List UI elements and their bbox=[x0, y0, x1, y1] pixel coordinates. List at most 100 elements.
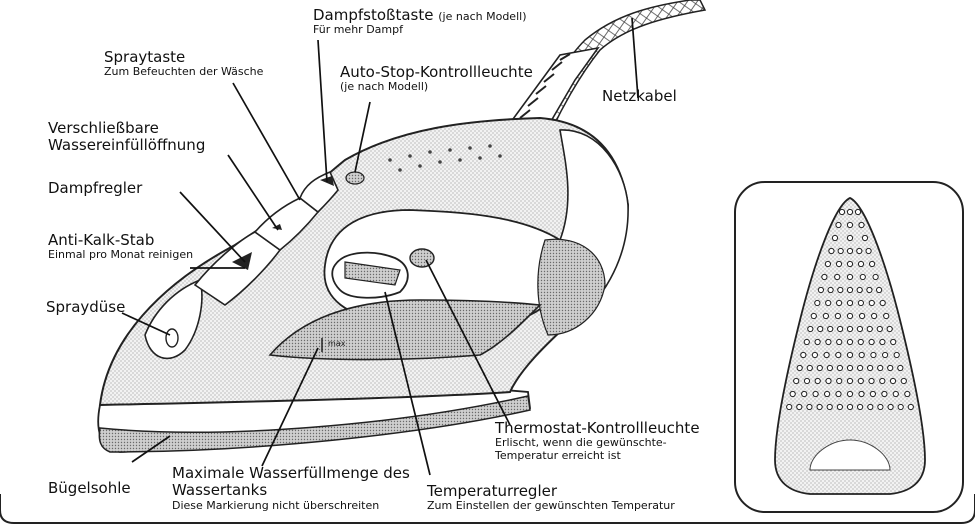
autostop-sub: (je nach Modell) bbox=[340, 81, 533, 94]
label-dampfstosstaste: Dampfstoßtaste (je nach Modell) Für mehr… bbox=[313, 7, 526, 37]
steam-hole bbox=[878, 365, 883, 370]
dampfstoss-sub: Für mehr Dampf bbox=[313, 24, 526, 37]
steam-hole bbox=[847, 391, 852, 396]
steam-hole bbox=[847, 313, 852, 318]
steam-hole bbox=[824, 352, 829, 357]
antikalk-title: Anti-Kalk-Stab bbox=[48, 232, 193, 249]
steam-hole bbox=[901, 378, 906, 383]
netzkabel-title: Netzkabel bbox=[602, 88, 677, 105]
steam-hole bbox=[894, 352, 899, 357]
steam-hole bbox=[837, 300, 842, 305]
steam-hole bbox=[882, 391, 887, 396]
steam-hole bbox=[873, 274, 878, 279]
steam-hole bbox=[847, 404, 852, 409]
wasser-oeffnung-line1: Verschließbare bbox=[48, 120, 205, 137]
steam-hole bbox=[815, 339, 820, 344]
dampfstoss-note: (je nach Modell) bbox=[438, 10, 526, 23]
steam-hole bbox=[797, 365, 802, 370]
steam-hole bbox=[862, 235, 867, 240]
steam-hole bbox=[890, 378, 895, 383]
steam-hole bbox=[877, 287, 882, 292]
steam-hole bbox=[838, 287, 843, 292]
steam-hole bbox=[838, 248, 843, 253]
steam-hole bbox=[869, 339, 874, 344]
steam-hole bbox=[828, 326, 833, 331]
steam-hole bbox=[837, 365, 842, 370]
steam-hole bbox=[880, 339, 885, 344]
steam-hole bbox=[807, 404, 812, 409]
steam-hole bbox=[908, 404, 913, 409]
steam-hole bbox=[870, 261, 875, 266]
steam-hole bbox=[888, 404, 893, 409]
steam-hole bbox=[855, 209, 860, 214]
temperatur-sub: Zum Einstellen der gewünschten Temperatu… bbox=[427, 500, 675, 513]
label-auto-stop: Auto-Stop-Kontrollleuchte (je nach Model… bbox=[340, 64, 533, 94]
steam-hole bbox=[812, 352, 817, 357]
steam-hole bbox=[839, 209, 844, 214]
steam-hole bbox=[827, 404, 832, 409]
steam-hole bbox=[825, 391, 830, 396]
steam-hole bbox=[817, 404, 822, 409]
steam-hole bbox=[804, 378, 809, 383]
steam-hole bbox=[847, 365, 852, 370]
steam-hole bbox=[888, 365, 893, 370]
steam-hole bbox=[858, 339, 863, 344]
steam-hole bbox=[880, 378, 885, 383]
steam-hole bbox=[860, 313, 865, 318]
steam-hole bbox=[893, 391, 898, 396]
steam-hole bbox=[836, 222, 841, 227]
steam-hole bbox=[884, 313, 889, 318]
steam-hole bbox=[859, 352, 864, 357]
steam-hole bbox=[847, 300, 852, 305]
wasser-oeffnung-line2: Wassereinfüllöffnung bbox=[48, 137, 205, 154]
label-spraydüse: Spraydüse bbox=[46, 299, 125, 316]
steam-hole bbox=[858, 365, 863, 370]
spraytaste-sub: Zum Befeuchten der Wäsche bbox=[104, 66, 263, 79]
steam-hole bbox=[859, 391, 864, 396]
steam-hole bbox=[827, 365, 832, 370]
steam-hole bbox=[847, 339, 852, 344]
steam-hole bbox=[836, 352, 841, 357]
steam-hole bbox=[818, 326, 823, 331]
steam-hole bbox=[868, 365, 873, 370]
steam-hole bbox=[847, 235, 852, 240]
steam-hole bbox=[847, 326, 852, 331]
label-thermostat: Thermostat-Kontrollleuchte Erlischt, wen… bbox=[495, 420, 700, 463]
autostop-title: Auto-Stop-Kontrollleuchte bbox=[340, 64, 533, 81]
label-wassereinfuelloeffnung: Verschließbare Wassereinfüllöffnung bbox=[48, 120, 205, 155]
steam-hole bbox=[811, 313, 816, 318]
steam-hole bbox=[804, 339, 809, 344]
spraytaste-title: Spraytaste bbox=[104, 49, 263, 66]
steam-hole bbox=[847, 248, 852, 253]
label-anti-kalk-stab: Anti-Kalk-Stab Einmal pro Monat reinigen bbox=[48, 232, 193, 262]
steam-hole bbox=[871, 352, 876, 357]
steam-hole bbox=[847, 287, 852, 292]
steam-hole bbox=[826, 378, 831, 383]
steam-hole bbox=[860, 274, 865, 279]
steam-hole bbox=[832, 235, 837, 240]
steam-hole bbox=[847, 274, 852, 279]
steam-hole bbox=[872, 313, 877, 318]
steam-hole bbox=[898, 365, 903, 370]
steam-hole bbox=[847, 209, 852, 214]
steam-hole bbox=[858, 404, 863, 409]
steam-hole bbox=[857, 326, 862, 331]
steam-hole bbox=[878, 404, 883, 409]
steam-hole bbox=[837, 378, 842, 383]
maxwasser-line1: Maximale Wasserfüllmenge des bbox=[172, 465, 410, 482]
label-temperaturregler: Temperaturregler Zum Einstellen der gewü… bbox=[427, 483, 675, 513]
label-netzkabel: Netzkabel bbox=[602, 88, 677, 105]
label-buegelsohle: Bügelsohle bbox=[48, 480, 131, 497]
steam-hole bbox=[867, 326, 872, 331]
steam-hole bbox=[825, 261, 830, 266]
thermostat-sub1: Erlischt, wenn die gewünschte- bbox=[495, 437, 700, 450]
steam-hole bbox=[867, 287, 872, 292]
steam-hole bbox=[847, 222, 852, 227]
steam-hole bbox=[837, 404, 842, 409]
steam-hole bbox=[808, 326, 813, 331]
steam-hole bbox=[880, 300, 885, 305]
steam-hole bbox=[822, 274, 827, 279]
steam-hole bbox=[836, 261, 841, 266]
steam-hole bbox=[870, 391, 875, 396]
label-max-wasser: Maximale Wasserfüllmenge des Wassertanks… bbox=[172, 465, 410, 512]
